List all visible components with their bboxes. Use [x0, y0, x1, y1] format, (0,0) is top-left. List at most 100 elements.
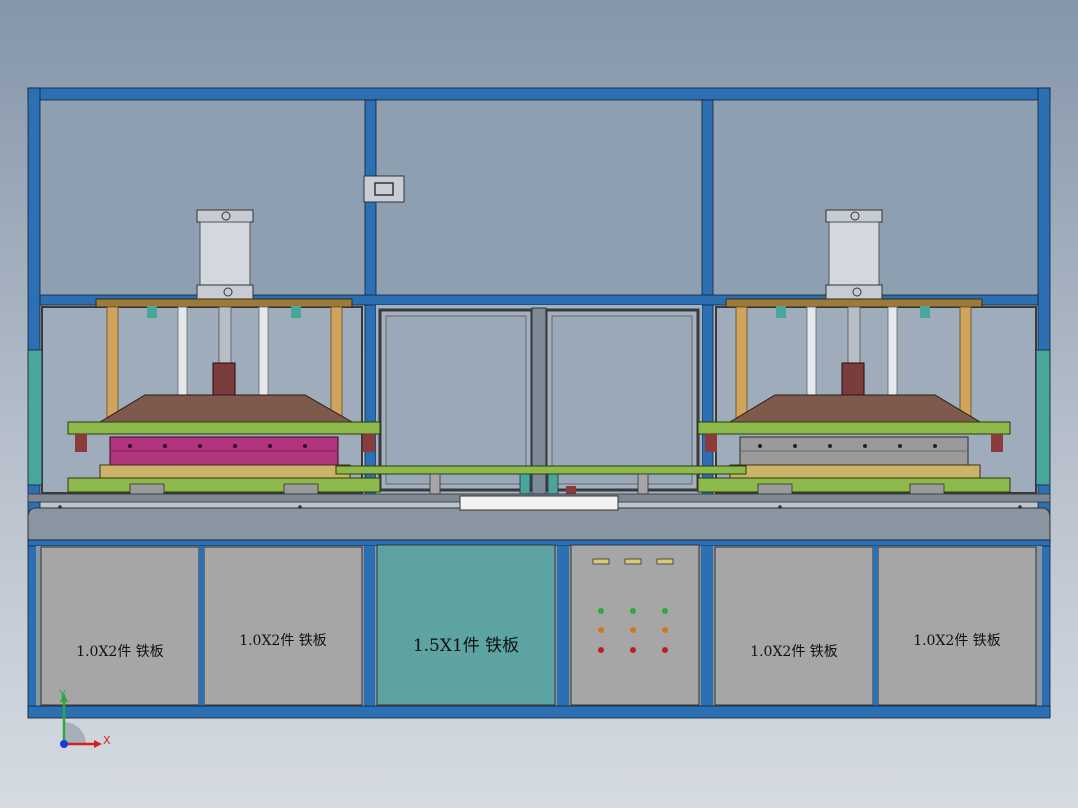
drawer-label-1: 1.0X2件 铁板: [76, 644, 164, 660]
drawer-label-4: 1.0X2件 铁板: [750, 644, 838, 660]
led-orange-3[interactable]: [662, 627, 668, 633]
left-cylinder-port2-icon: [223, 287, 233, 297]
left-piston-rod: [218, 306, 232, 368]
cabinet-divider-5: [873, 546, 878, 706]
right-side-door-handle: [1035, 349, 1051, 486]
control-panel[interactable]: [570, 544, 700, 706]
led-green-3[interactable]: [662, 608, 668, 614]
led-orange-2[interactable]: [630, 627, 636, 633]
led-green-2[interactable]: [630, 608, 636, 614]
cabinet: 1.0X2件 铁板 1.0X2件 铁板 1.5X1件 铁板 1.0X2件 铁板 …: [27, 544, 1051, 719]
table-front-trim: [27, 507, 1051, 541]
drawer-panel-5[interactable]: [877, 546, 1037, 706]
right-piston-rod: [847, 306, 861, 368]
left-lower-die: [99, 464, 351, 479]
drawer-panel-3[interactable]: [376, 544, 556, 706]
right-base-foot-1: [757, 483, 793, 495]
drawer-panel-1[interactable]: [40, 546, 200, 706]
left-guide-rod-2: [258, 306, 269, 398]
triad-arc: [64, 722, 86, 744]
right-base-foot-2: [909, 483, 945, 495]
left-clevis: [212, 362, 236, 396]
left-base-plate: [67, 477, 381, 493]
right-cylinder-port2-icon: [852, 287, 862, 297]
axis-x-label: X: [103, 734, 111, 747]
right-stop-2: [991, 434, 1003, 452]
led-red-3[interactable]: [662, 647, 668, 653]
axis-x-arrow: [94, 740, 102, 748]
left-cylinder-cap-bottom: [196, 284, 254, 300]
table-screws: [58, 505, 1022, 509]
left-pillar-2: [330, 306, 343, 423]
right-cylinder-port-icon: [850, 211, 860, 221]
rail-support-1: [429, 473, 441, 495]
drawer-label-2: 1.0X2件 铁板: [239, 633, 327, 649]
right-press-unit: [697, 209, 1051, 495]
left-cylinder-port-icon: [221, 211, 231, 221]
left-top-clip-b: [291, 306, 301, 318]
rail-stop: [566, 486, 576, 494]
junction-box-window: [374, 182, 394, 196]
right-top-clip-b: [920, 306, 930, 318]
cabinet-divider-1: [199, 546, 204, 706]
left-press-plate: [67, 421, 381, 435]
rail-support-3: [519, 473, 531, 495]
cabinet-divider-2: [364, 546, 375, 706]
bottom-rail: [27, 705, 1051, 719]
left-top-clip-a: [147, 306, 157, 318]
right-cylinder-body: [828, 221, 880, 287]
right-press-plate: [697, 421, 1011, 435]
drawer-panel-2[interactable]: [203, 546, 363, 706]
door-right-glass: [551, 315, 693, 485]
axis-z-dot: [60, 740, 68, 748]
rail-support-4: [547, 473, 559, 495]
left-stop-1: [75, 434, 87, 452]
right-pillar-2: [959, 306, 972, 423]
indicator-light-2: [624, 558, 642, 565]
left-press-unit: [27, 209, 381, 495]
table-center-slot: [459, 495, 619, 511]
transfer-rail: [335, 465, 747, 495]
right-top-clip-a: [776, 306, 786, 318]
drawer-panel-4[interactable]: [714, 546, 874, 706]
drawer-label-3: 1.5X1件 铁板: [413, 636, 519, 656]
left-side-door-handle: [27, 349, 43, 486]
led-green-1[interactable]: [598, 608, 604, 614]
left-pillar-1: [106, 306, 119, 423]
left-top-plate: [95, 298, 353, 308]
right-top-plate: [725, 298, 983, 308]
drawer-label-5: 1.0X2件 铁板: [913, 633, 1001, 649]
upper-glass: [40, 100, 1040, 300]
work-table: [27, 493, 1051, 547]
cabinet-divider-4: [701, 546, 713, 706]
right-guide-rod-2: [887, 306, 898, 398]
cabinet-divider-3: [557, 546, 569, 706]
right-stop-1: [705, 434, 717, 452]
led-grid: [598, 608, 668, 653]
left-stop-2: [363, 434, 375, 452]
top-beam: [27, 87, 1051, 101]
right-clevis: [841, 362, 865, 396]
led-red-1[interactable]: [598, 647, 604, 653]
led-red-2[interactable]: [630, 647, 636, 653]
left-guide-rod-1: [177, 306, 188, 398]
left-cylinder-body: [199, 221, 251, 287]
right-mold-bolts: [758, 444, 937, 448]
transfer-rail-bar: [335, 465, 747, 475]
axis-y-arrow: [60, 693, 68, 702]
left-base-foot-1: [129, 483, 165, 495]
indicator-light-1: [592, 558, 610, 565]
right-base-plate: [697, 477, 1011, 493]
axis-y-label: Y: [58, 688, 66, 701]
coordinate-triad-icon[interactable]: Y X: [58, 688, 111, 748]
left-mold-bolts: [128, 444, 307, 448]
right-pillar-1: [735, 306, 748, 423]
indicator-light-3: [656, 558, 674, 565]
center-doors: [376, 305, 702, 495]
junction-box: [363, 175, 405, 203]
led-orange-1[interactable]: [598, 627, 604, 633]
rail-support-2: [637, 473, 649, 495]
door-left-glass: [385, 315, 527, 485]
